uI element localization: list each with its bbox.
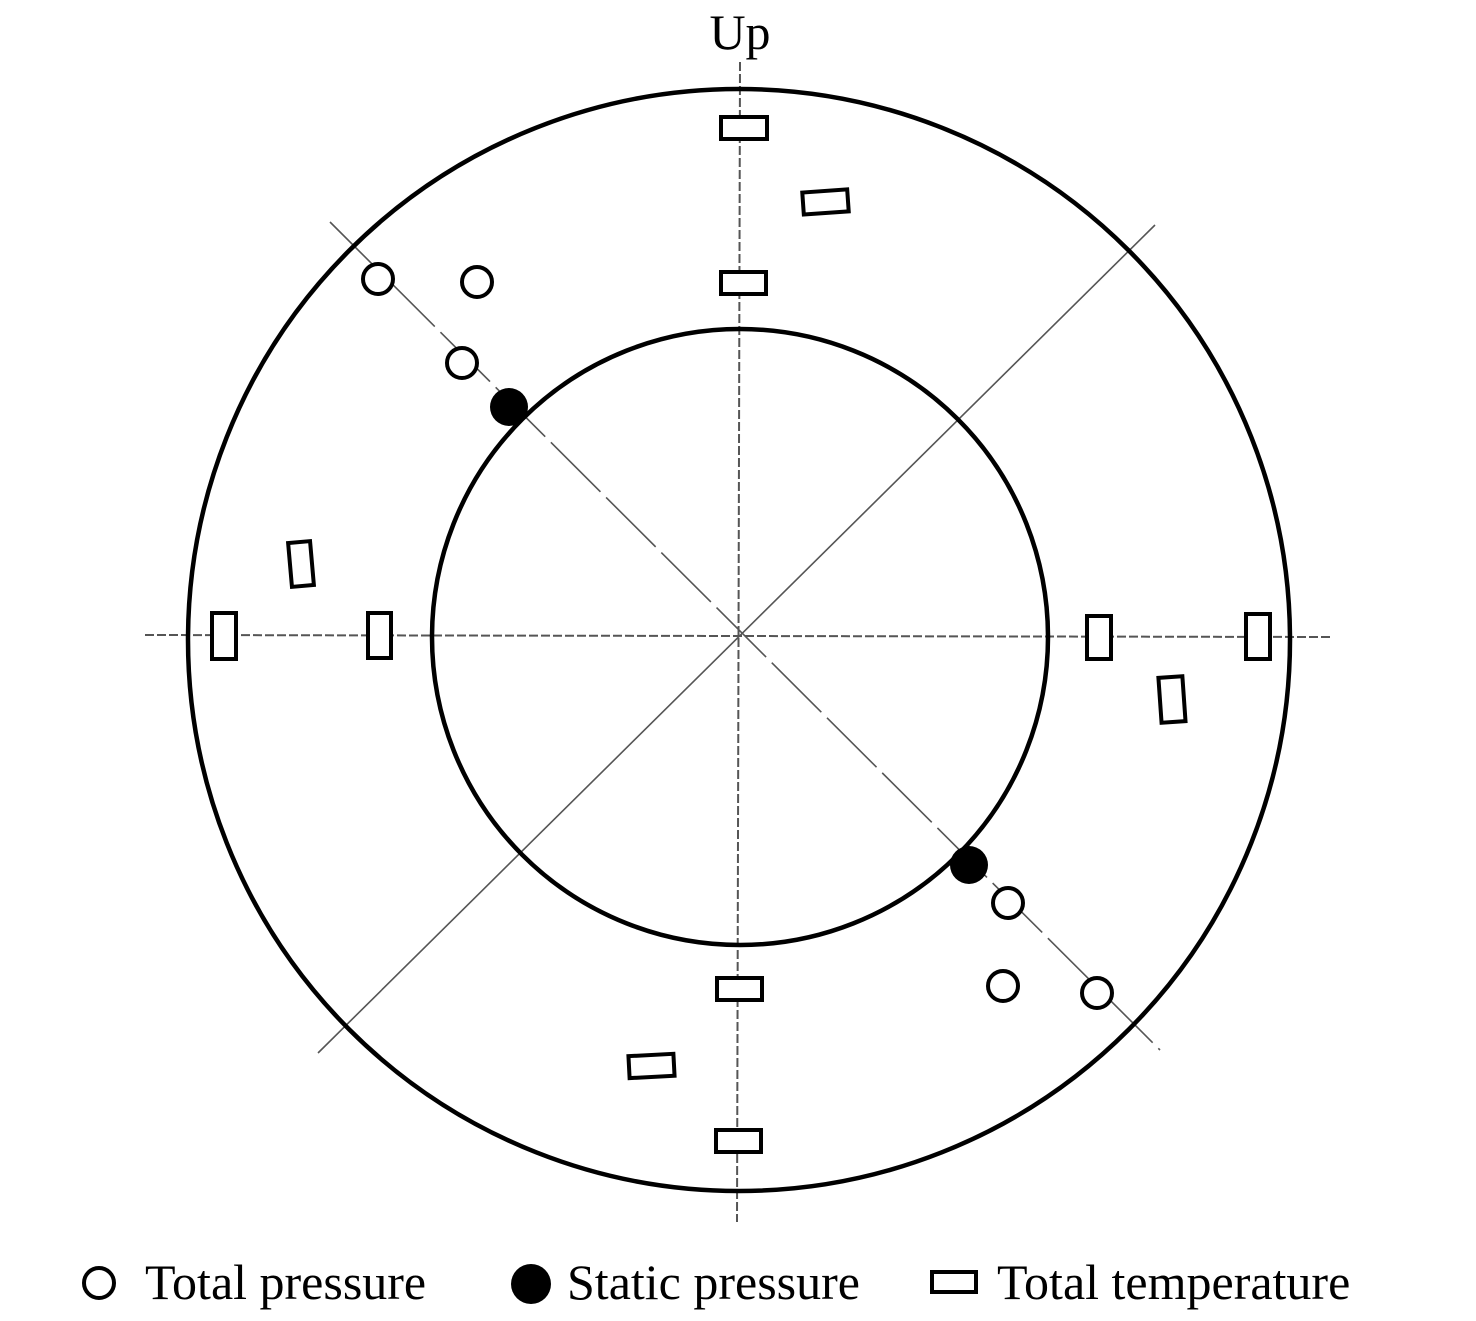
- total-temperature-probe: [285, 538, 317, 590]
- total-temperature-probe: [626, 1051, 677, 1081]
- total-temperature-probe: [1244, 612, 1272, 661]
- total-temperature-probe: [1085, 614, 1113, 661]
- rectangle-icon: [930, 1270, 978, 1294]
- total-temperature-probe: [714, 1128, 763, 1154]
- total-temperature-probes: [210, 115, 1272, 1154]
- total-temperature-probe: [719, 115, 769, 141]
- inner-circle: [429, 326, 1051, 948]
- guide-lines: [144, 61, 1331, 1223]
- outer-circle: [185, 86, 1293, 1194]
- total-pressure-probe: [460, 265, 494, 299]
- horizontal-axis-line: [144, 634, 1331, 638]
- total-pressure-probe: [986, 969, 1020, 1003]
- total-temperature-probe: [1156, 674, 1188, 725]
- total-pressure-probe: [991, 886, 1025, 920]
- static-pressure-probe: [490, 388, 528, 426]
- total-temperature-probe: [800, 187, 851, 217]
- diagonal-line-ne-sw: [317, 224, 1156, 1054]
- vertical-axis-line: [736, 61, 741, 1223]
- static-pressure-probe: [950, 846, 988, 884]
- up-direction-label: Up: [709, 4, 771, 60]
- total-temperature-probe: [210, 611, 238, 661]
- legend-total-pressure-label: Total pressure: [145, 1254, 427, 1310]
- total-temperature-probe: [366, 611, 393, 660]
- open-circle-icon: [82, 1266, 116, 1300]
- legend-total-temperature-label: Total temperature: [997, 1254, 1351, 1310]
- total-pressure-probe: [1080, 976, 1114, 1010]
- legend-static-pressure-label: Static pressure: [567, 1254, 860, 1310]
- total-pressure-probes: [361, 262, 1114, 1010]
- legend: Total pressure Static pressure Total tem…: [0, 1252, 1476, 1312]
- total-temperature-probe: [715, 976, 764, 1002]
- total-pressure-probe: [445, 346, 479, 380]
- total-temperature-probe: [719, 270, 768, 296]
- total-pressure-probe: [361, 262, 395, 296]
- static-pressure-probes: [490, 388, 988, 884]
- filled-circle-icon: [511, 1264, 551, 1304]
